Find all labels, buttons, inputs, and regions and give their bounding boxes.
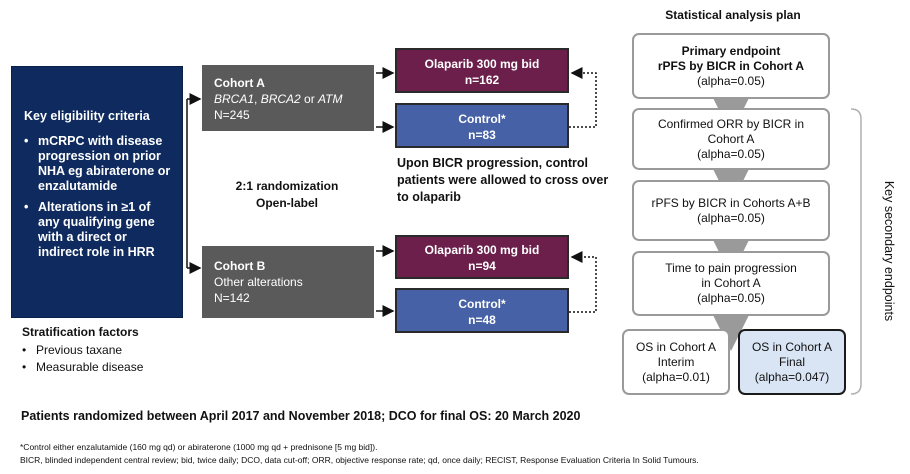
eligibility-list: mCRPC with disease progression on prior …: [24, 134, 174, 260]
stratification-list: Previous taxane Measurable disease: [22, 342, 192, 376]
sap-os-final-label: OS in Cohort A: [751, 339, 833, 354]
arm-n: n=94: [468, 259, 496, 273]
crossover-b: [569, 251, 597, 313]
sap-primary-desc: rPFS by BICR in Cohort A: [657, 58, 805, 73]
sap-os-interim-alpha: (alpha=0.01): [642, 369, 710, 384]
stratification-item: Measurable disease: [22, 359, 192, 376]
cohort-a-title: Cohort A: [214, 76, 265, 90]
sap-rpfs-ab: rPFS by BICR in Cohorts A+B (alpha=0.05): [632, 180, 830, 241]
arm-label: Olaparib 300 mg bid: [424, 243, 540, 257]
arm-a-olaparib: Olaparib 300 mg bid n=162: [395, 48, 569, 93]
randomized-note: Patients randomized between April 2017 a…: [21, 409, 581, 423]
footnote-abbreviations: BICR, blinded independent central review…: [20, 455, 699, 465]
arm-n: n=83: [468, 128, 496, 142]
eligibility-item: Alterations in ≥1 of any qualifying gene…: [24, 200, 174, 260]
cohort-a-genes: BRCA1, BRCA2 or ATM: [214, 92, 343, 106]
stratification-item: Previous taxane: [22, 342, 192, 359]
sap-orr: Confirmed ORR by BICR in Cohort A (alpha…: [632, 108, 830, 170]
cohort-a-box: Cohort A BRCA1, BRCA2 or ATM N=245: [202, 65, 374, 131]
sap-primary-label: Primary endpoint: [681, 43, 781, 58]
sap-orr-alpha: (alpha=0.05): [697, 146, 765, 161]
sap-pain-label: Time to pain progression in Cohort A: [665, 261, 797, 290]
arm-label: Control*: [458, 297, 506, 311]
arm-b-olaparib: Olaparib 300 mg bid n=94: [395, 235, 569, 279]
crossover-note: Upon BICR progression, control patients …: [397, 156, 609, 204]
arm-label: Olaparib 300 mg bid: [424, 57, 540, 71]
secondary-bracket: [850, 108, 862, 395]
randomization-label: Open-label: [255, 196, 318, 210]
cohort-b-n: N=142: [214, 291, 250, 305]
eligibility-item: mCRPC with disease progression on prior …: [24, 134, 174, 194]
sap-pain: Time to pain progression in Cohort A (al…: [632, 251, 830, 316]
sap-os-interim-stage: Interim: [657, 354, 695, 369]
arm-n: n=48: [468, 313, 496, 327]
sap-rpfs-ab-label: rPFS by BICR in Cohorts A+B: [651, 195, 811, 210]
sap-orr-label: Confirmed ORR by BICR in Cohort A: [657, 116, 805, 146]
stratification: Stratification factors Previous taxane M…: [22, 324, 192, 376]
sap-primary-alpha: (alpha=0.05): [697, 73, 765, 88]
sap-os-final-alpha: (alpha=0.047): [754, 369, 830, 384]
cohort-b-desc: Other alterations: [214, 275, 303, 289]
randomization-ratio: 2:1 randomization: [235, 179, 339, 193]
eligibility-title: Key eligibility criteria: [24, 109, 150, 123]
sap-title: Statistical analysis plan: [665, 8, 801, 22]
sap-pain-alpha: (alpha=0.05): [697, 291, 765, 305]
arm-b-control: Control* n=48: [395, 288, 569, 333]
cohort-b-box: Cohort B Other alterations N=142: [202, 246, 374, 318]
sap-os-interim: OS in Cohort A Interim (alpha=0.01): [622, 329, 730, 395]
stratification-title: Stratification factors: [22, 325, 139, 339]
eligibility-box: Key eligibility criteria mCRPC with dise…: [11, 66, 183, 318]
footnote-control: *Control either enzalutamide (160 mg qd)…: [20, 442, 378, 452]
randomization: 2:1 randomization Open-label: [222, 178, 352, 212]
cohort-a-n: N=245: [214, 108, 250, 122]
cohort-b-title: Cohort B: [214, 259, 266, 273]
sap-rpfs-ab-alpha: (alpha=0.05): [697, 210, 765, 225]
arm-a-control: Control* n=83: [395, 103, 569, 148]
sap-os-final-stage: Final: [778, 354, 805, 369]
sap-os-interim-label: OS in Cohort A: [635, 339, 717, 354]
arm-n: n=162: [464, 73, 500, 87]
arm-label: Control*: [458, 112, 506, 126]
crossover-a: [569, 67, 597, 128]
sap-os-final: OS in Cohort A Final (alpha=0.047): [738, 329, 846, 395]
secondary-endpoints-label: Key secondary endpoints: [882, 180, 896, 322]
sap-primary-endpoint: Primary endpoint rPFS by BICR in Cohort …: [632, 33, 830, 99]
